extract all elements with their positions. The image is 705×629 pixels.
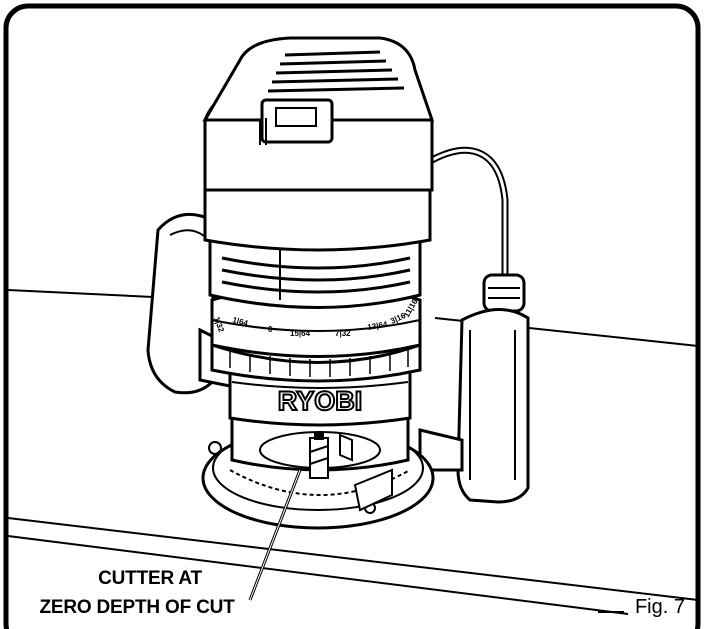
depth-scale-label: 7|32 bbox=[335, 329, 351, 338]
figure-number: Fig. 7 bbox=[634, 596, 685, 618]
power-cord bbox=[428, 146, 509, 284]
brand-band bbox=[228, 368, 412, 427]
depth-scale-label: 13|64 bbox=[367, 320, 389, 332]
power-switch bbox=[259, 98, 334, 145]
cutter-bit bbox=[309, 432, 329, 479]
depth-scale-label: 0 bbox=[268, 325, 273, 334]
depth-scale-label: 1|64 bbox=[231, 315, 249, 328]
motor-vents bbox=[267, 50, 405, 93]
depth-scale-label: 15|64 bbox=[290, 329, 311, 338]
callout-zero-depth: ZERO DEPTH OF CUT bbox=[39, 597, 235, 618]
cord-strain-relief bbox=[482, 273, 526, 313]
brand-logo: RYOBI bbox=[278, 386, 363, 416]
callout-cutter-at: CUTTER AT bbox=[98, 568, 202, 589]
figure-frame bbox=[3, 3, 701, 629]
right-handle bbox=[418, 308, 530, 504]
